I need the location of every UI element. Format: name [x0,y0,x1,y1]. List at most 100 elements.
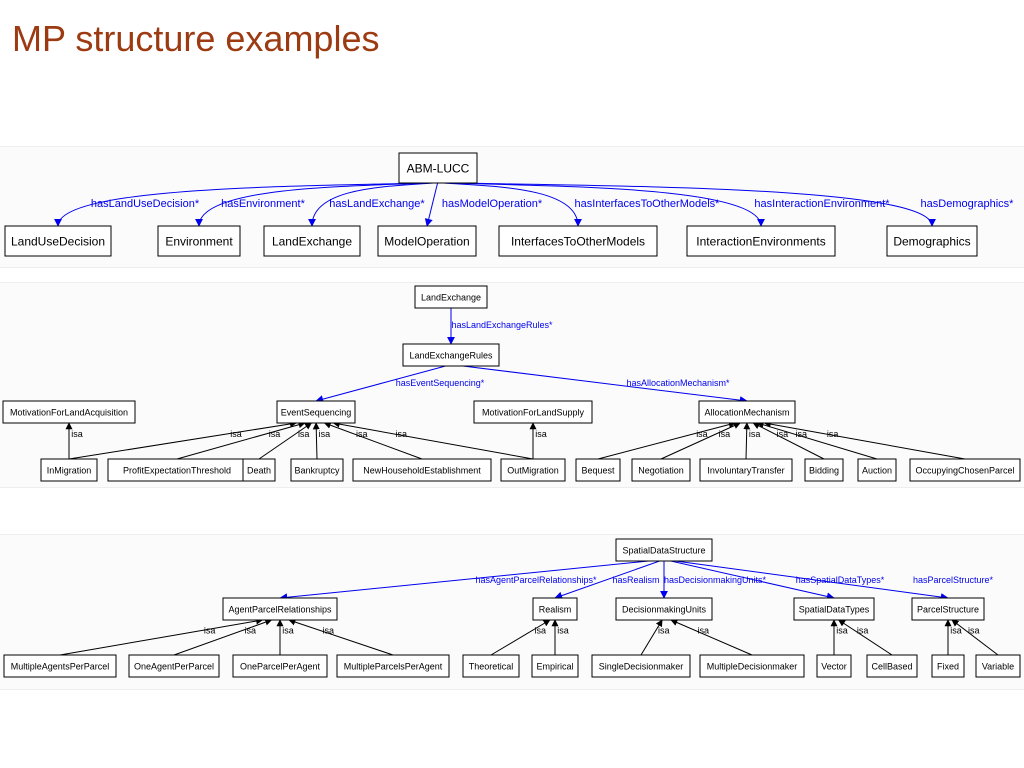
edge-label-death-to-event-sequencing: isa [298,429,310,439]
node-label-out-migration: OutMigration [507,466,559,476]
node-label-interaction-environments: InteractionEnvironments [696,235,825,249]
edge-new-household-establishment-to-event-sequencing [323,421,423,460]
edge-in-migration-to-event-sequencing [68,420,297,460]
edge-auction-to-allocation-mechanism [756,421,878,460]
edge-label-profit-expectation-threshold-to-event-sequencing: isa [269,429,281,439]
node-label-bequest: Bequest [581,466,615,476]
node-theoretical: Theoretical [462,654,520,678]
edge-label-out-migration-to-event-sequencing: isa [395,429,407,439]
node-out-migration: OutMigration [500,458,566,482]
node-empirical: Empirical [531,654,579,678]
node-box-land-exchange [263,225,361,257]
edge-spatial-data-structure-to-parcel-structure [675,560,949,601]
node-label-cell-based: CellBased [871,662,912,672]
node-box-decisionmaking-units [615,597,713,621]
edge-bankruptcy-to-event-sequencing [312,422,320,460]
edge-label-land-exchange-rules-to-event-sequencing: hasEventSequencing* [396,378,485,388]
edge-multiple-parcels-per-agent-to-agent-parcel-relationships [288,618,394,656]
node-demographics: Demographics [886,225,978,257]
node-label-motivation-for-land-acquisition: MotivationForLandAcquisition [10,408,128,418]
node-box-single-decisionmaker [591,654,691,678]
node-box-parcel-structure [911,597,985,621]
edge-multiple-decisionmaker-to-decisionmaking-units [670,619,753,656]
edge-land-exchange-rules-to-event-sequencing [315,365,446,403]
node-box-spatial-data-structure [615,538,713,562]
node-label-motivation-for-land-supply: MotivationForLandSupply [482,408,585,418]
edge-label-involuntary-transfer-to-allocation-mechanism: isa [749,429,761,439]
node-vector: Vector [816,654,852,678]
node-interfaces-to-other-models: InterfacesToOtherModels [498,225,658,257]
node-label-bankruptcy: Bankruptcy [294,466,340,476]
node-box-bidding [804,458,844,482]
node-box-fixed [931,654,965,678]
node-involuntary-transfer: InvoluntaryTransfer [699,458,793,482]
edge-label-abm-lucc-to-model-operation: hasModelOperation* [442,198,543,210]
edge-occupying-chosen-parcel-to-allocation-mechanism [763,420,966,460]
edge-theoretical-to-realism [490,619,551,656]
node-box-land-exchange [414,285,488,309]
edge-bidding-to-allocation-mechanism [752,422,825,460]
edge-negotiation-to-allocation-mechanism [660,422,741,460]
node-box-theoretical [462,654,520,678]
node-box-event-sequencing [276,400,356,424]
node-motivation-for-land-acquisition: MotivationForLandAcquisition [2,400,136,424]
node-label-auction: Auction [862,466,892,476]
edge-spatial-data-structure-to-spatial-data-types [670,560,835,601]
node-spatial-data-types: SpatialDataTypes [793,597,875,621]
node-cell-based: CellBased [866,654,918,678]
node-box-death [242,458,276,482]
edge-abm-lucc-to-model-operation [424,182,439,227]
node-interaction-environments: InteractionEnvironments [686,225,836,257]
node-land-exchange: LandExchange [414,285,488,309]
node-label-land-exchange: LandExchange [421,293,481,303]
edge-label-new-household-establishment-to-event-sequencing: isa [356,429,368,439]
edge-label-auction-to-allocation-mechanism: isa [796,429,808,439]
edge-label-in-migration-to-event-sequencing: isa [230,429,242,439]
edge-label-abm-lucc-to-land-exchange: hasLandExchange* [329,198,425,210]
node-box-empirical [531,654,579,678]
node-box-multiple-parcels-per-agent [336,654,450,678]
edge-label-occupying-chosen-parcel-to-allocation-mechanism: isa [827,429,839,439]
node-box-vector [816,654,852,678]
node-label-negotiation: Negotiation [638,466,684,476]
node-land-use-decision: LandUseDecision [4,225,112,257]
node-box-land-use-decision [4,225,112,257]
edge-death-to-event-sequencing [258,422,313,460]
edge-label-one-parcel-per-agent-to-agent-parcel-relationships: isa [282,626,294,636]
node-box-multiple-decisionmaker [699,654,805,678]
node-box-one-parcel-per-agent [232,654,328,678]
edge-label-bankruptcy-to-event-sequencing: isa [319,429,331,439]
node-box-agent-parcel-relationships [222,597,338,621]
node-label-parcel-structure: ParcelStructure [917,605,979,615]
edge-label-spatial-data-structure-to-realism: hasRealism [612,575,659,585]
node-abm-lucc: ABM-LUCC [398,152,478,184]
node-box-motivation-for-land-supply [473,400,593,424]
edge-label-abm-lucc-to-demographics: hasDemographics* [921,198,1015,210]
edge-label-one-agent-per-parcel-to-agent-parcel-relationships: isa [245,626,257,636]
node-box-abm-lucc [398,152,478,184]
node-label-vector: Vector [821,662,847,672]
edge-abm-lucc-to-interaction-environments [450,182,765,227]
node-label-abm-lucc: ABM-LUCC [407,162,470,176]
node-label-bidding: Bidding [809,466,839,476]
edge-abm-lucc-to-land-exchange [308,182,434,227]
edge-variable-to-parcel-structure [951,619,999,656]
node-label-variable: Variable [982,662,1014,672]
node-box-auction [857,458,897,482]
node-label-decisionmaking-units: DecisionmakingUnits [622,605,707,615]
node-bankruptcy: Bankruptcy [290,458,344,482]
edge-label-multiple-agents-per-parcel-to-agent-parcel-relationships: isa [204,626,216,636]
node-label-environment: Environment [165,235,233,249]
node-box-negotiation [631,458,691,482]
node-label-spatial-data-types: SpatialDataTypes [799,605,870,615]
node-box-spatial-data-types [793,597,875,621]
edge-abm-lucc-to-demographics [457,182,936,227]
edge-multiple-agents-per-parcel-to-agent-parcel-relationships [59,617,264,656]
node-multiple-parcels-per-agent: MultipleParcelsPerAgent [336,654,450,678]
edge-label-multiple-decisionmaker-to-decisionmaking-units: isa [698,626,710,636]
edge-spatial-data-structure-to-realism [554,560,660,600]
edge-abm-lucc-to-environment [195,182,429,227]
node-fixed: Fixed [931,654,965,678]
slide-title: MP structure examples [12,18,380,59]
node-label-one-parcel-per-agent: OneParcelPerAgent [240,662,321,672]
